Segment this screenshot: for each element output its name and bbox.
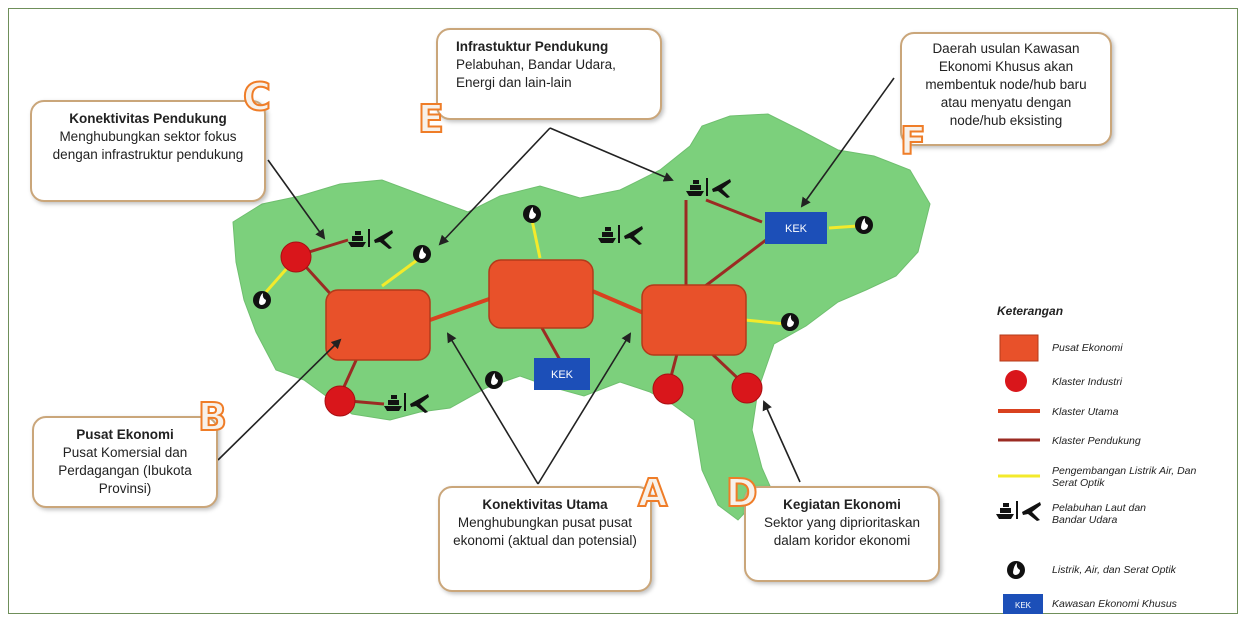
kek-box-central — [534, 358, 590, 390]
label-b: B — [197, 395, 228, 439]
legend-klaster-swatch — [1005, 370, 1027, 392]
klaster-industri-nodes — [280, 241, 763, 417]
pusat-ekonomi-west — [325, 289, 431, 361]
callout-a: Konektivitas Utama Menghubungkan pusat p… — [438, 486, 652, 592]
utility-icon — [523, 205, 541, 223]
arrows — [217, 77, 895, 485]
callout-b: Pusat Ekonomi Pusat Komersial dan Perdag… — [32, 416, 218, 508]
label-e: E — [417, 97, 445, 141]
pusat-ekonomi-nodes — [325, 259, 747, 361]
callout-c-title: Konektivitas Pendukung — [69, 111, 227, 126]
legend-label-kek: Kawasan Ekonomi Khusus — [1052, 598, 1177, 610]
callout-d-body: Sektor yang diprioritaskan dalam koridor… — [763, 515, 921, 548]
legend-label-pelabuhan: Pelabuhan Laut dan Bandar Udara — [1052, 502, 1147, 526]
kek-box-east — [765, 212, 827, 244]
utility-icon — [253, 291, 271, 309]
legend-label-klaster-pendukung: Klaster Pendukung — [1052, 435, 1141, 447]
callout-c: Konektivitas Pendukung Menghubungkan sek… — [30, 100, 266, 202]
legend-kek-swatch — [1003, 594, 1043, 614]
legend-label-klaster-utama: Klaster Utama — [1052, 406, 1119, 418]
label-c: C — [242, 75, 272, 119]
callout-d-title: Kegiatan Ekonomi — [783, 497, 901, 512]
legend-kek-swatch-label: KEK — [1015, 601, 1032, 610]
kek-label-central: KEK — [551, 369, 574, 381]
callout-e-title: Infrastuktur Pendukung — [456, 39, 609, 54]
callout-d: Kegiatan Ekonomi Sektor yang diprioritas… — [744, 486, 940, 582]
callout-b-title: Pusat Ekonomi — [76, 427, 174, 442]
label-f: F — [899, 119, 927, 163]
legend-label-listrik: Listrik, Air, dan Serat Optik — [1052, 564, 1176, 576]
callout-a-body: Menghubungkan pusat pusat ekonomi (aktua… — [453, 515, 637, 548]
legend-label-pusat: Pusat Ekonomi — [1052, 342, 1123, 354]
pusat-ekonomi-central — [488, 259, 594, 329]
callout-b-body: Pusat Komersial dan Perdagangan (Ibukota… — [58, 445, 192, 496]
utility-icon — [413, 245, 431, 263]
callout-c-body: Menghubungkan sektor fokus dengan infras… — [52, 129, 244, 162]
legend-label-pengembangan: Pengembangan Listrik Air, Dan Serat Opti… — [1052, 465, 1197, 489]
callout-a-title: Konektivitas Utama — [482, 497, 608, 512]
kek-label-east: KEK — [785, 223, 808, 235]
utility-icon — [855, 216, 873, 234]
legend-label-klaster-industri: Klaster Industri — [1052, 376, 1123, 388]
utility-icon — [781, 313, 799, 331]
klaster-utama-lines — [429, 288, 647, 322]
callout-f: Daerah usulan Kawasan Ekonomi Khusus aka… — [900, 32, 1112, 146]
label-d: D — [725, 471, 759, 515]
callout-f-body: Daerah usulan Kawasan Ekonomi Khusus aka… — [925, 41, 1087, 128]
legend-graphics: KEK — [996, 334, 1043, 614]
label-a: A — [637, 471, 668, 515]
pusat-ekonomi-east — [641, 284, 747, 356]
legend-pusat-swatch — [999, 334, 1039, 362]
legend-title: Keterangan — [997, 304, 1064, 318]
callout-e: Infrastuktur Pendukung Pelabuhan, Bandar… — [436, 28, 662, 120]
utility-icon — [485, 371, 503, 389]
callout-e-body: Pelabuhan, Bandar Udara, Energi dan lain… — [456, 57, 616, 90]
